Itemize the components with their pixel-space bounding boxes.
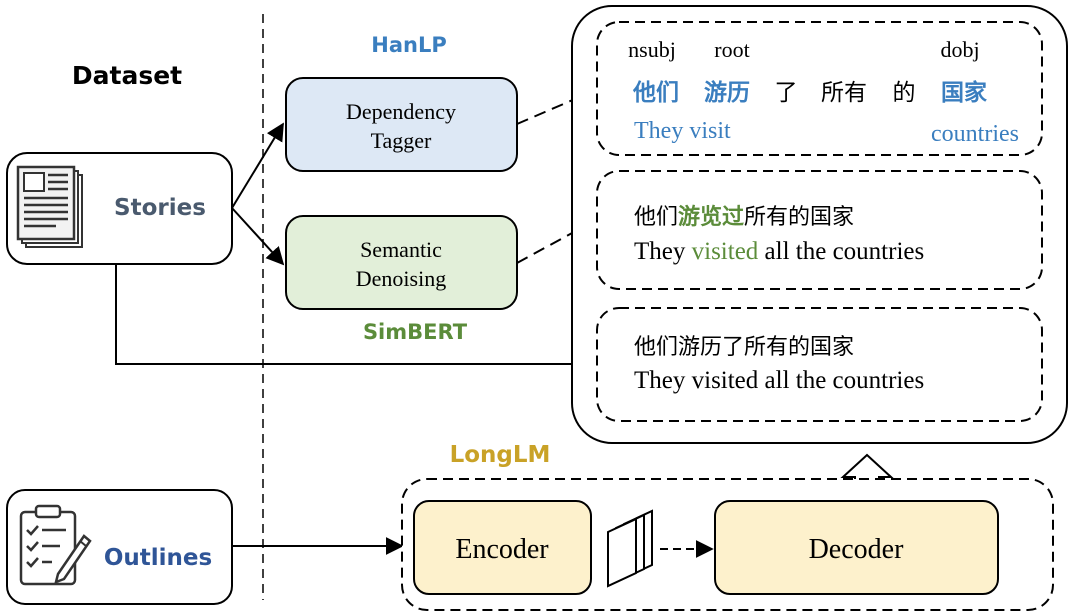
semantic-denoising-line1: Semantic (360, 237, 442, 262)
denoised-en-after: all the countries (758, 238, 924, 265)
tagged-example-box (596, 21, 1043, 156)
original-en: They visited all the countries (634, 367, 924, 394)
longlm-label: LongLM (450, 442, 551, 468)
denoised-example-box (596, 170, 1043, 290)
zh-word-3: 了 (775, 80, 798, 106)
zh-word-4: 所有 (821, 80, 867, 106)
stories-label: Stories (114, 195, 206, 221)
zh-word-2: 游历 (704, 79, 750, 106)
stories-to-dependency-arrow (231, 122, 284, 209)
decoder-label: Decoder (809, 534, 905, 565)
en-they-visit: They visit (634, 118, 731, 144)
semantic-denoising-line2: Denoising (356, 266, 446, 291)
stories-to-output-arrow (115, 264, 591, 373)
encoder-label: Encoder (455, 534, 549, 565)
dependency-tagger-box (285, 77, 518, 172)
dependency-tagger-line2: Tagger (371, 128, 432, 153)
denoised-zh-before: 他们 (634, 205, 678, 230)
original-example-box (596, 307, 1043, 422)
semantic-connector (516, 219, 597, 264)
denoised-zh: 他们游览过所有的国家 (634, 204, 854, 230)
zh-word-1: 他们 (632, 79, 679, 106)
original-zh: 他们游历了所有的国家 (634, 335, 854, 360)
hanlp-label: HanLP (371, 33, 446, 57)
stories-to-semantic-arrow (231, 207, 285, 266)
denoised-zh-highlight: 游览过 (678, 204, 744, 230)
encoder-box (413, 500, 592, 595)
hidden-states-icon (607, 509, 653, 588)
en-countries: countries (931, 121, 1019, 147)
semantic-denoising-box (285, 215, 518, 310)
tag-dobj: dobj (940, 37, 979, 62)
tag-nsubj: nsubj (628, 37, 676, 62)
decoder-box (714, 500, 999, 595)
denoised-en-before: They (634, 238, 692, 265)
simbert-label: SimBERT (363, 320, 468, 344)
denoised-zh-after: 所有的国家 (744, 205, 854, 230)
denoised-en-highlight: visited (692, 238, 759, 265)
dataset-title: Dataset (72, 61, 182, 90)
clipboard-checklist-icon (19, 504, 92, 586)
document-stack-icon (16, 165, 83, 248)
tag-root: root (714, 37, 749, 62)
dependency-tagger-line1: Dependency (346, 99, 456, 124)
zh-word-6: 国家 (941, 79, 987, 106)
zh-word-5: 的 (893, 80, 916, 106)
denoised-en: They visited all the countries (634, 238, 924, 265)
dependency-connector (516, 89, 597, 125)
outlines-label: Outlines (104, 545, 212, 571)
